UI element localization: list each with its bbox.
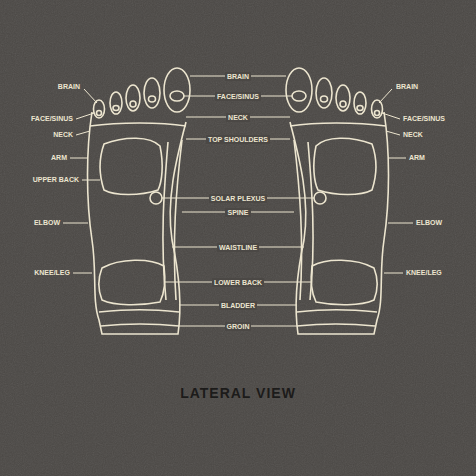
left-label: FACE/SINUS	[29, 114, 75, 123]
caption: LATERAL VIEW	[180, 385, 296, 401]
center-label: BRAIN	[225, 72, 251, 81]
left-label: UPPER BACK	[31, 175, 81, 184]
left-label: KNEE/LEG	[32, 268, 72, 277]
center-label: BLADDER	[219, 301, 257, 310]
right-label: NECK	[401, 130, 425, 139]
right-label: ELBOW	[414, 218, 444, 227]
right-label: ARM	[407, 153, 427, 162]
center-label: LOWER BACK	[212, 278, 264, 287]
center-label: SPINE	[225, 208, 250, 217]
center-label: GROIN	[225, 322, 252, 331]
center-label: NECK	[226, 113, 250, 122]
right-label: BRAIN	[394, 82, 420, 91]
center-label: SOLAR PLEXUS	[209, 194, 267, 203]
center-label: FACE/SINUS	[215, 92, 261, 101]
left-label: BRAIN	[56, 82, 82, 91]
left-label: NECK	[51, 130, 75, 139]
center-label: TOP SHOULDERS	[206, 135, 270, 144]
left-sole	[88, 68, 191, 334]
center-label: WAISTLINE	[217, 243, 259, 252]
right-label: KNEE/LEG	[404, 268, 444, 277]
leader-lines	[63, 76, 413, 326]
right-label: FACE/SINUS	[401, 114, 447, 123]
left-label: ARM	[49, 153, 69, 162]
right-sole	[286, 68, 389, 334]
left-label: ELBOW	[32, 218, 62, 227]
